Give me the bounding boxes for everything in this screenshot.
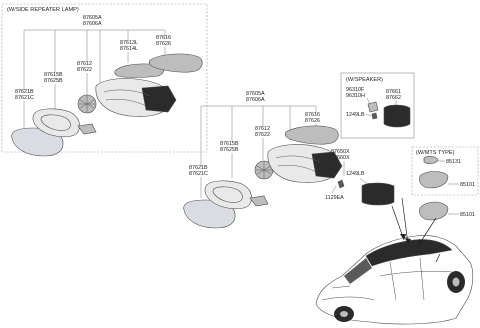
vehicle bbox=[315, 197, 474, 325]
center-actuator-detail bbox=[256, 161, 272, 179]
speaker-bracket bbox=[367, 101, 379, 113]
left-cap-code-2: 87626 bbox=[156, 41, 171, 47]
left-group: (W/SIDE REPEATER LAMP) 87605A 87606A 876… bbox=[1, 3, 208, 157]
center-mirror-cover bbox=[361, 182, 395, 206]
center-mirror-housing bbox=[204, 180, 252, 210]
center-bolt-code: 1249LB bbox=[346, 171, 365, 177]
speaker-cover bbox=[383, 104, 411, 128]
speaker-group-frame bbox=[340, 72, 415, 139]
left-actuator-code-2: 87622 bbox=[77, 67, 92, 73]
left-leader-lines bbox=[23, 29, 166, 128]
mts-code-2: 85101 bbox=[460, 182, 475, 188]
speaker-code-2: 96310H bbox=[346, 93, 365, 99]
center-screw-code: 1129EA bbox=[325, 195, 344, 201]
inside-mirror-code: 85101 bbox=[460, 212, 475, 218]
speaker-group-title: (W/SPEAKER) bbox=[346, 77, 383, 83]
center-cap-code-1: 87616 bbox=[305, 112, 320, 118]
center-housing-tab bbox=[249, 195, 269, 207]
inside-mirror bbox=[419, 201, 449, 221]
left-mirror-housing bbox=[32, 108, 80, 138]
left-cap-code-1: 87616 bbox=[156, 35, 171, 41]
center-cover-code-2: 87660X bbox=[331, 155, 350, 161]
left-lamp-code-1: 87613L bbox=[120, 40, 138, 46]
center-glass-code-2: 87621C bbox=[189, 171, 208, 177]
left-housing-code-1: 87615B bbox=[44, 72, 63, 78]
vehicle-front-wheel-hub bbox=[452, 277, 460, 287]
mts-bracket bbox=[423, 155, 439, 165]
left-body-detail bbox=[103, 89, 151, 107]
center-bolt bbox=[337, 179, 345, 189]
left-repeater-lamp bbox=[114, 63, 165, 78]
center-glass-code-1: 87621B bbox=[189, 165, 208, 171]
left-mirror-base bbox=[141, 85, 177, 113]
vehicle-details bbox=[321, 257, 453, 301]
left-glass-code-1: 87621B bbox=[15, 89, 34, 95]
speaker-code-1: 96310F bbox=[346, 87, 365, 93]
location-arrows bbox=[391, 197, 441, 263]
left-actuator-code-1: 87612 bbox=[77, 61, 92, 67]
speaker-code-4: 87662 bbox=[386, 95, 401, 101]
center-actuator-code-1: 87612 bbox=[255, 126, 270, 132]
left-group-title: (W/SIDE REPEATER LAMP) bbox=[7, 7, 79, 13]
center-group: 87605A 87606A 87616 87626 87612 87622 87… bbox=[183, 91, 395, 229]
center-assy-code-1: 87605A bbox=[246, 91, 265, 97]
center-cover-code-1: 87650X bbox=[331, 149, 350, 155]
inside-mirror-group: 85101 bbox=[419, 201, 475, 221]
location-arrowheads bbox=[400, 234, 424, 246]
mts-group-title: (W/MTS TYPE) bbox=[416, 150, 455, 156]
left-assy-code-2: 87606A bbox=[83, 21, 102, 27]
speaker-group: (W/SPEAKER) 96310F 96310H 87661 87662 12… bbox=[340, 72, 415, 139]
vehicle-windows bbox=[365, 239, 453, 267]
left-mirror-cap bbox=[148, 53, 203, 73]
left-lamp-code-2: 87614L bbox=[120, 46, 138, 52]
left-group-frame bbox=[1, 3, 208, 153]
center-actuator-code-2: 87622 bbox=[255, 132, 270, 138]
center-body-detail bbox=[275, 155, 321, 173]
center-cap-code-2: 87626 bbox=[305, 118, 320, 124]
speaker-code-3: 87661 bbox=[386, 89, 401, 95]
mts-leader-lines bbox=[438, 160, 459, 185]
speaker-bolt bbox=[371, 112, 378, 120]
center-mirror-cap bbox=[284, 125, 339, 145]
left-housing-code-2: 87625B bbox=[44, 78, 63, 84]
left-assy-code-1: 87605A bbox=[83, 15, 102, 21]
center-assy-code-2: 87606A bbox=[246, 97, 265, 103]
mts-group-frame bbox=[411, 146, 479, 196]
left-housing-tab bbox=[77, 123, 97, 135]
vehicle-rear-wheel-hub bbox=[340, 311, 348, 317]
left-glass-code-2: 87621C bbox=[15, 95, 34, 101]
center-housing-code-1: 87615B bbox=[220, 141, 239, 147]
center-mirror-base bbox=[311, 151, 343, 179]
left-actuator-detail bbox=[79, 95, 95, 113]
speaker-bolt-code: 1249LB bbox=[346, 112, 365, 118]
mts-group: (W/MTS TYPE) 85131 85101 bbox=[411, 146, 479, 196]
vehicle-rear-window bbox=[344, 258, 372, 284]
vehicle-body bbox=[315, 235, 474, 325]
center-housing-code-2: 87625B bbox=[220, 147, 239, 153]
mts-inside-mirror bbox=[419, 171, 449, 189]
mts-code-1: 85131 bbox=[446, 159, 461, 165]
